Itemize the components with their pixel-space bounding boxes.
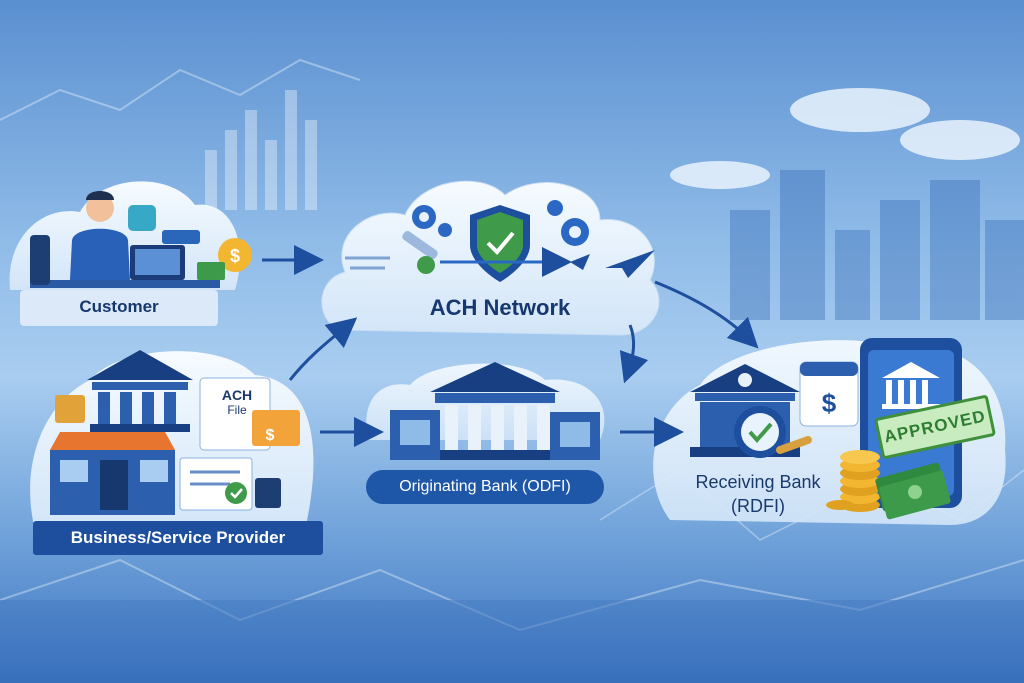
key-icon (402, 231, 438, 259)
background-decor (0, 58, 1024, 683)
cash-stack-icon (875, 462, 951, 520)
checkmark-icon (225, 482, 247, 504)
svg-text:$: $ (266, 427, 275, 444)
arrow-ach-down (619, 324, 649, 384)
svg-text:$: $ (230, 246, 240, 266)
odfi-bank-icon (430, 362, 560, 460)
shopping-bag-icon (55, 395, 85, 423)
folder-icon (252, 410, 300, 446)
customer-head (86, 194, 114, 222)
arrow-business-to-ach (288, 317, 358, 381)
credit-card-icon (128, 205, 156, 231)
small-gear-icon (438, 223, 452, 237)
dollar-coin-icon (218, 238, 252, 272)
arrow-ach-to-rdfi (654, 280, 759, 349)
ach-file-label: ACH File (212, 388, 262, 418)
svg-text:$: $ (822, 388, 837, 418)
business-label: Business/Service Provider (33, 521, 323, 555)
ach-file-label-line2: File (227, 403, 247, 417)
background-clouds (670, 88, 1020, 189)
cash-icon (197, 262, 225, 280)
phone-bank-icon (882, 362, 940, 409)
receiving-bank-node: $ (653, 338, 1006, 525)
business-node: $ (30, 350, 314, 530)
card-terminal-icon (255, 478, 281, 508)
receiving-bank-label-line2: (RDFI) (731, 496, 785, 516)
coins-stack-icon (826, 450, 880, 512)
ach-network-label: ACH Network (429, 295, 571, 320)
storefront-icon (50, 432, 175, 515)
customer-node: $ (9, 181, 252, 290)
receiving-bank-label: Receiving Bank (RDFI) (668, 470, 848, 518)
customer-person-icon (70, 228, 130, 280)
customer-label: Customer (20, 290, 218, 326)
ach-network-node (321, 180, 660, 336)
originating-bank-node (366, 362, 605, 460)
originating-bank-label: Originating Bank (ODFI) (366, 470, 604, 504)
flow-arrows (262, 245, 759, 447)
paper-plane-icon (605, 250, 655, 278)
receiving-bank-label-line1: Receiving Bank (695, 472, 821, 492)
ach-file-label-line1: ACH (221, 387, 253, 403)
gear-icon-right-small (547, 200, 563, 216)
business-bank-icon (87, 350, 193, 432)
